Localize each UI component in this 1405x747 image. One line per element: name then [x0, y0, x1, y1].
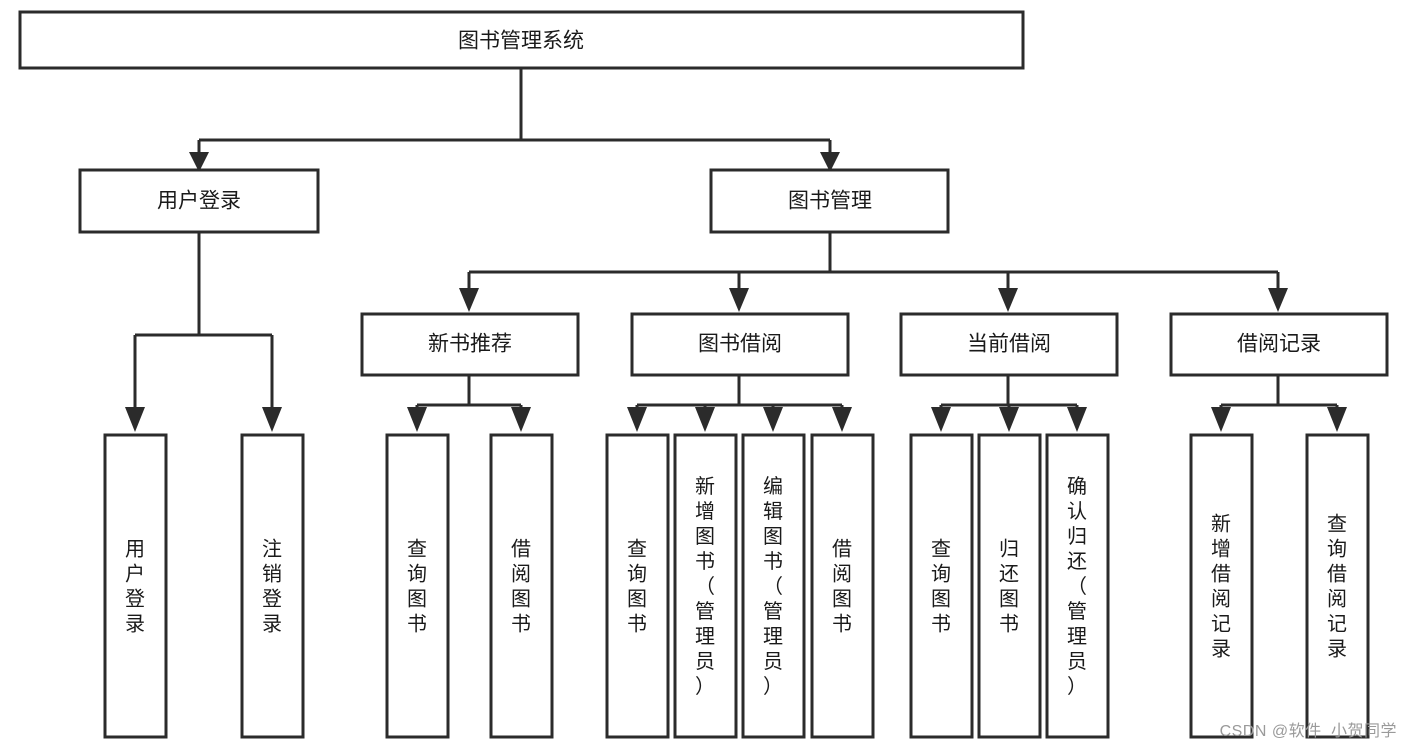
arrow-book-manage-to-new-book-rec: [459, 288, 479, 312]
node-leaf-query-book-1[interactable]: 查询图书: [385, 433, 450, 739]
node-book-borrow[interactable]: 图书借阅: [630, 312, 850, 377]
node-book-manage[interactable]: 图书管理: [709, 168, 950, 234]
node-book-borrow-box[interactable]: [630, 312, 850, 377]
node-user-login-box[interactable]: [78, 168, 320, 234]
node-leaf-borrow-book-2-label: 借阅图书: [832, 538, 852, 636]
node-leaf-user-login-box[interactable]: [103, 433, 168, 739]
node-borrow-record-box[interactable]: [1169, 312, 1389, 377]
node-user-login[interactable]: 用户登录: [78, 168, 320, 234]
node-leaf-query-book-1-box[interactable]: [385, 433, 450, 739]
node-leaf-query-book-3-label: 查询图书: [931, 538, 951, 636]
node-new-book-rec[interactable]: 新书推荐: [360, 312, 580, 377]
node-leaf-add-record-box[interactable]: [1189, 433, 1254, 739]
node-leaf-query-book-2[interactable]: 查询图书: [605, 433, 670, 739]
node-leaf-user-login[interactable]: 用户登录: [103, 433, 168, 739]
node-leaf-borrow-book-2-box[interactable]: [810, 433, 875, 739]
node-leaf-add-book-label: 新增图书（管理员）: [695, 475, 715, 698]
node-leaf-confirm-return[interactable]: 确认归还（管理员）: [1045, 433, 1110, 739]
node-leaf-add-book[interactable]: 新增图书（管理员）: [673, 433, 738, 739]
arrow-book-manage-to-current-borrow: [998, 288, 1018, 312]
edge-book-borrow-to-leaves-bus: [635, 375, 844, 415]
node-leaf-borrow-book-1[interactable]: 借阅图书: [489, 433, 554, 739]
node-root-label: 图书管理系统: [458, 30, 584, 53]
node-leaf-confirm-return-label: 确认归还（管理员）: [1067, 475, 1087, 698]
node-current-borrow-box[interactable]: [899, 312, 1119, 377]
node-leaf-query-book-3-box[interactable]: [909, 433, 974, 739]
node-leaf-borrow-book-1-label: 借阅图书: [511, 538, 531, 636]
arrow-book-manage-to-borrow-record: [1268, 288, 1288, 312]
arrow-current-borrow-to-leaf-query-book: [931, 407, 951, 432]
arrow-book-borrow-to-leaf-borrow-book: [832, 407, 852, 432]
node-leaf-edit-book-box[interactable]: [741, 433, 806, 739]
arrow-borrow-record-to-leaf-query-record: [1327, 407, 1347, 432]
node-leaf-return-book[interactable]: 归还图书: [977, 433, 1042, 739]
node-leaf-edit-book[interactable]: 编辑图书（管理员）: [741, 433, 806, 739]
arrow-book-borrow-to-leaf-edit-book: [763, 407, 783, 432]
node-leaf-logout[interactable]: 注销登录: [240, 433, 305, 739]
node-root-box[interactable]: [18, 10, 1025, 70]
node-current-borrow[interactable]: 当前借阅: [899, 312, 1119, 377]
edge-root-to-level2-bus: [197, 68, 832, 162]
node-leaf-query-book-2-label: 查询图书: [627, 538, 647, 636]
node-new-book-rec-box[interactable]: [360, 312, 580, 377]
node-root[interactable]: 图书管理系统: [18, 10, 1025, 70]
node-book-borrow-label: 图书借阅: [698, 333, 782, 356]
edge-borrow-record-to-leaves-bus: [1219, 375, 1339, 415]
arrow-borrow-record-to-leaf-add-record: [1211, 407, 1231, 432]
arrow-current-borrow-to-leaf-confirm-return: [1067, 407, 1087, 432]
arrow-current-borrow-to-leaf-return-book: [999, 407, 1019, 432]
node-leaf-borrow-book-2[interactable]: 借阅图书: [810, 433, 875, 739]
node-leaf-logout-label: 注销登录: [262, 538, 282, 636]
node-leaf-logout-box[interactable]: [240, 433, 305, 739]
node-leaf-add-record-label: 新增借阅记录: [1211, 513, 1231, 661]
node-leaf-query-record-label: 查询借阅记录: [1327, 513, 1347, 661]
arrow-user-login-to-leaf-user-login: [125, 407, 145, 432]
node-leaf-user-login-label: 用户登录: [125, 539, 145, 636]
node-leaf-confirm-return-box[interactable]: [1045, 433, 1110, 739]
node-borrow-record[interactable]: 借阅记录: [1169, 312, 1389, 377]
node-leaf-edit-book-label: 编辑图书（管理员）: [763, 475, 783, 698]
node-leaf-return-book-box[interactable]: [977, 433, 1042, 739]
node-current-borrow-label: 当前借阅: [967, 333, 1051, 356]
node-new-book-rec-label: 新书推荐: [428, 333, 512, 356]
node-leaf-query-book-3[interactable]: 查询图书: [909, 433, 974, 739]
edge-user-login-to-leaves-bus: [133, 232, 274, 415]
arrow-user-login-to-leaf-logout: [262, 407, 282, 432]
node-leaf-query-book-2-box[interactable]: [605, 433, 670, 739]
edge-new-book-rec-to-leaves-bus: [415, 375, 523, 415]
arrow-root-to-book-manage: [820, 152, 840, 172]
node-leaf-add-record[interactable]: 新增借阅记录: [1189, 433, 1254, 739]
arrow-root-to-user-login: [189, 152, 209, 172]
node-leaf-query-record-box[interactable]: [1305, 433, 1370, 739]
connector-layer: [125, 68, 1347, 432]
edge-book-manage-to-level3-bus: [467, 232, 1280, 295]
node-borrow-record-label: 借阅记录: [1237, 333, 1321, 356]
node-leaf-return-book-label: 归还图书: [999, 538, 1019, 636]
node-user-login-label: 用户登录: [157, 190, 241, 213]
node-book-manage-box[interactable]: [709, 168, 950, 234]
arrow-book-manage-to-book-borrow: [729, 288, 749, 312]
arrow-book-borrow-to-leaf-add-book: [695, 407, 715, 432]
node-leaf-borrow-book-1-box[interactable]: [489, 433, 554, 739]
node-leaf-query-record[interactable]: 查询借阅记录: [1305, 433, 1370, 739]
node-leaf-add-book-box[interactable]: [673, 433, 738, 739]
arrow-book-borrow-to-leaf-query-book: [627, 407, 647, 432]
arrow-new-book-rec-to-leaf-borrow-book: [511, 407, 531, 432]
node-book-manage-label: 图书管理: [788, 190, 872, 213]
node-leaf-query-book-1-label: 查询图书: [407, 538, 427, 636]
arrow-new-book-rec-to-leaf-query-book: [407, 407, 427, 432]
